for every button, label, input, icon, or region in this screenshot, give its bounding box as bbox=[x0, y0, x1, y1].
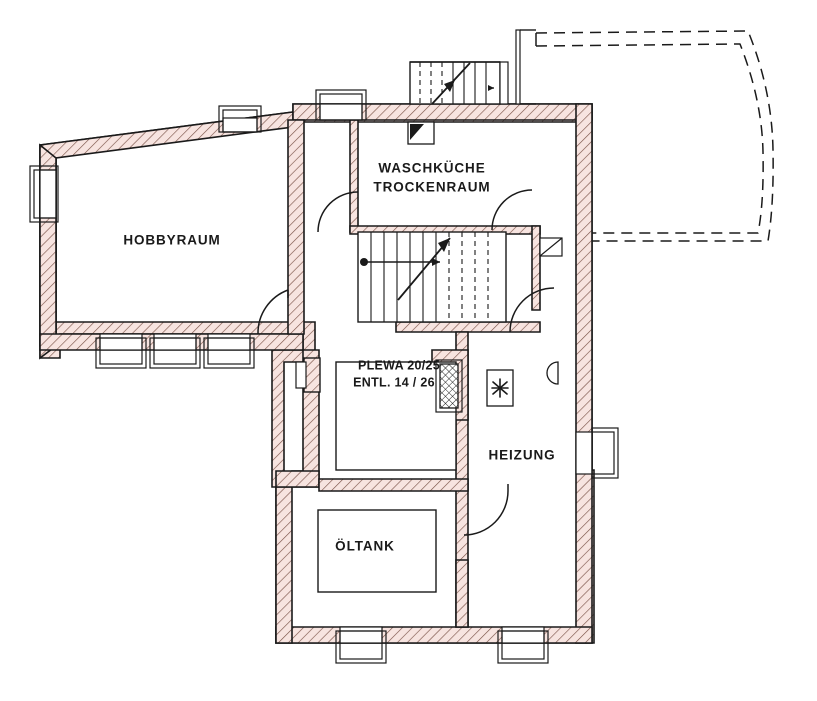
interior-wall-stub-south bbox=[455, 559, 469, 628]
exterior-wall-northwest bbox=[39, 111, 294, 347]
annotation-plewa: PLEWA 20/25 bbox=[358, 358, 440, 372]
exterior-wall-step-horizontal bbox=[275, 470, 320, 488]
room-outlines bbox=[317, 361, 457, 593]
room-label-oeltank: ÖLTANK bbox=[335, 539, 395, 554]
projected-structure-above bbox=[535, 30, 774, 242]
interior-wall-hobbyraum-east bbox=[287, 119, 305, 335]
window-heizung-east bbox=[575, 427, 619, 479]
window-hobbyraum-west bbox=[29, 165, 59, 223]
annotation-entlueftung: ENTL. 14 / 26 bbox=[353, 375, 435, 389]
door-swing-oeltank bbox=[463, 484, 509, 536]
door-swing-trockenraum bbox=[317, 191, 359, 233]
window-heizung-south bbox=[497, 626, 549, 664]
hallway-wall-stub bbox=[295, 357, 321, 393]
stair-lower bbox=[357, 231, 507, 323]
floor-drain-symbol bbox=[486, 369, 514, 407]
window-hobbyraum-south-3 bbox=[203, 333, 255, 369]
window-small-east bbox=[539, 237, 563, 257]
window-north-1 bbox=[218, 105, 262, 133]
room-label-heizung: HEIZUNG bbox=[488, 448, 555, 463]
window-oeltank-south bbox=[335, 626, 387, 664]
annotation-labels: PLEWA 20/25 ENTL. 14 / 26 bbox=[353, 358, 440, 389]
room-labels: HOBBYRAUM WASCHKÜCHE TROCKENRAUM HEIZUNG… bbox=[123, 161, 555, 554]
interior-wall-oeltank-north bbox=[318, 478, 469, 492]
door-swing-waschkueche bbox=[491, 189, 533, 231]
window-hobbyraum-south-2 bbox=[149, 333, 201, 369]
doors bbox=[257, 189, 555, 536]
room-label-hobbyraum: HOBBYRAUM bbox=[123, 233, 220, 248]
window-hobbyraum-south-1 bbox=[95, 333, 147, 369]
wall-niche-symbol bbox=[546, 361, 559, 385]
door-swing-heizung bbox=[509, 287, 555, 333]
exterior-wall-west-lower bbox=[275, 486, 293, 644]
hatch-opening-symbol bbox=[407, 121, 435, 145]
door-swing-hobbyraum bbox=[257, 289, 289, 335]
interior-wall-waschkueche-west bbox=[349, 119, 359, 233]
room-label-trockenraum: TROCKENRAUM bbox=[373, 180, 490, 195]
room-label-waschkueche: WASCHKÜCHE bbox=[378, 161, 485, 176]
exterior-wall-east bbox=[575, 103, 593, 644]
chimney-flue bbox=[435, 359, 463, 413]
window-north-2 bbox=[315, 89, 367, 121]
interior-wall-stair-south bbox=[395, 321, 541, 333]
interior-wall-heizung-north bbox=[531, 225, 541, 311]
oil-tank-outline bbox=[317, 509, 437, 593]
windows bbox=[29, 89, 619, 664]
stair-upper bbox=[409, 29, 536, 105]
